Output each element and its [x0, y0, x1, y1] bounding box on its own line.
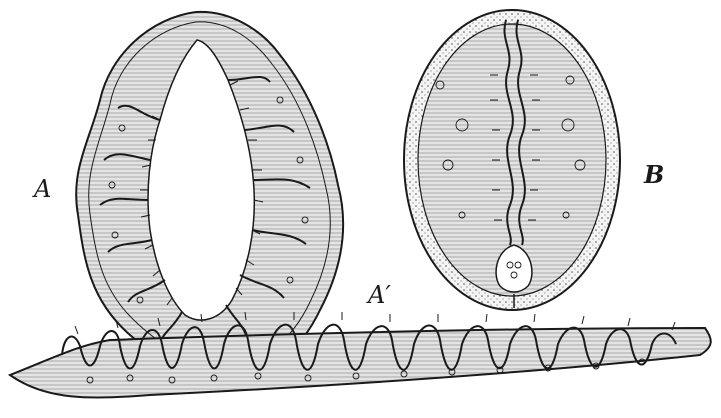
label-b: B: [643, 160, 664, 189]
figure-a-cross-section: [76, 12, 343, 380]
label-a-prime: A′: [366, 281, 391, 309]
label-a: A: [32, 175, 51, 203]
figure-b-oval-section: [404, 10, 620, 310]
figure-a-prime-strip: [10, 312, 711, 398]
